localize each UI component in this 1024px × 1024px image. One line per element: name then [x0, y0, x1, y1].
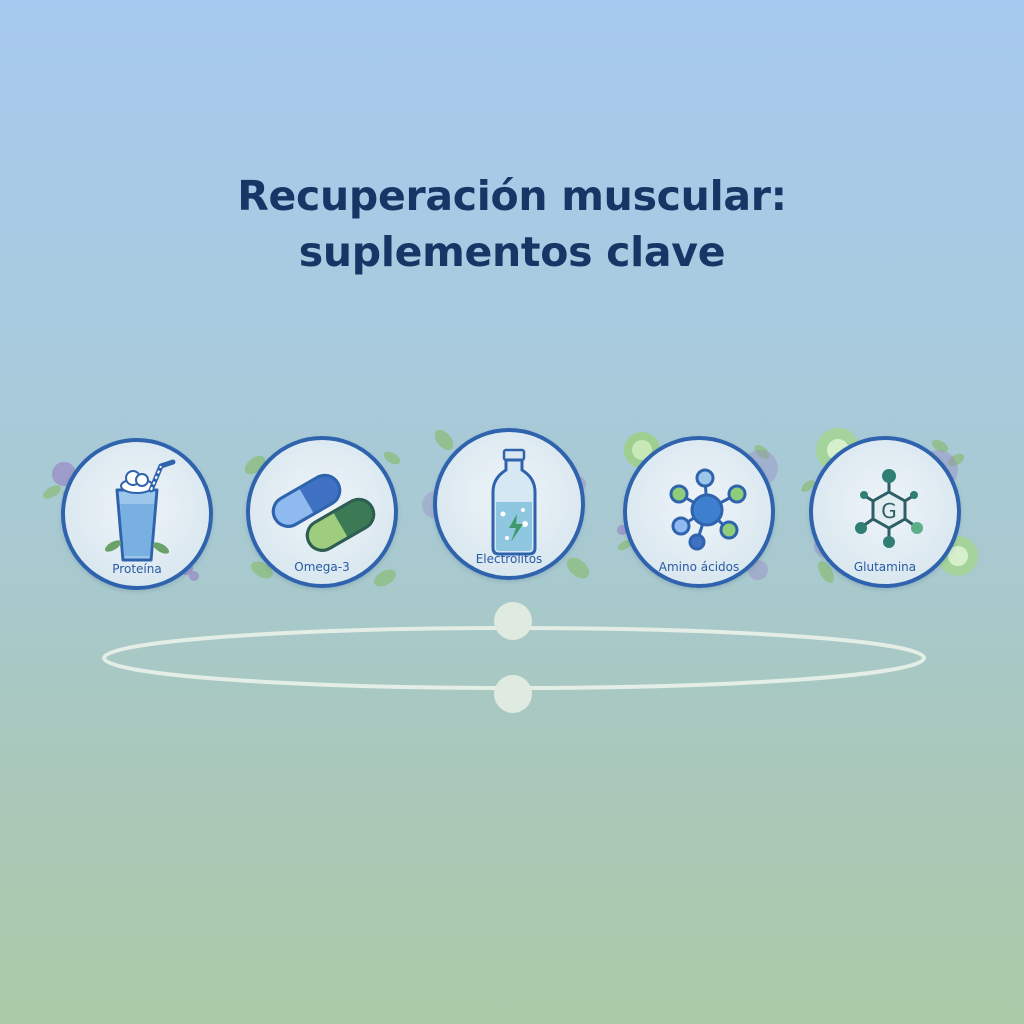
supplement-label: Glutamina [853, 560, 917, 574]
orbit-node-lower [494, 675, 532, 713]
supplement-label: Electrolitos [475, 552, 543, 566]
title-line-1: Recuperación muscular: [237, 172, 787, 220]
supplement-badge-electrolitos: Electrolitos [433, 428, 585, 580]
hexagon-molecule-icon: G [855, 469, 923, 548]
supplement-badge-glutamina: G Glutamina [809, 436, 961, 588]
supplement-badge-omega-3: Omega-3 [246, 436, 398, 588]
capsules-icon [271, 473, 376, 552]
orbit-nodes [494, 602, 532, 713]
molecule-icon [669, 468, 747, 551]
supplement-label: Amino ácidos [658, 560, 740, 574]
page-title: Recuperación muscular: suplementos clave [0, 168, 1024, 280]
supplement-label: Proteína [112, 562, 162, 576]
svg-text:G: G [881, 499, 897, 523]
supplement-label: Omega-3 [294, 560, 350, 574]
supplement-badge-amino-acidos: Amino ácidos [623, 436, 775, 588]
protein-shake-glass-icon [104, 459, 176, 562]
supplement-badge-proteina: Proteína [61, 438, 213, 590]
orbit-node-upper [494, 602, 532, 640]
water-bottle-icon [491, 448, 537, 556]
title-line-2: suplementos clave [298, 228, 726, 276]
